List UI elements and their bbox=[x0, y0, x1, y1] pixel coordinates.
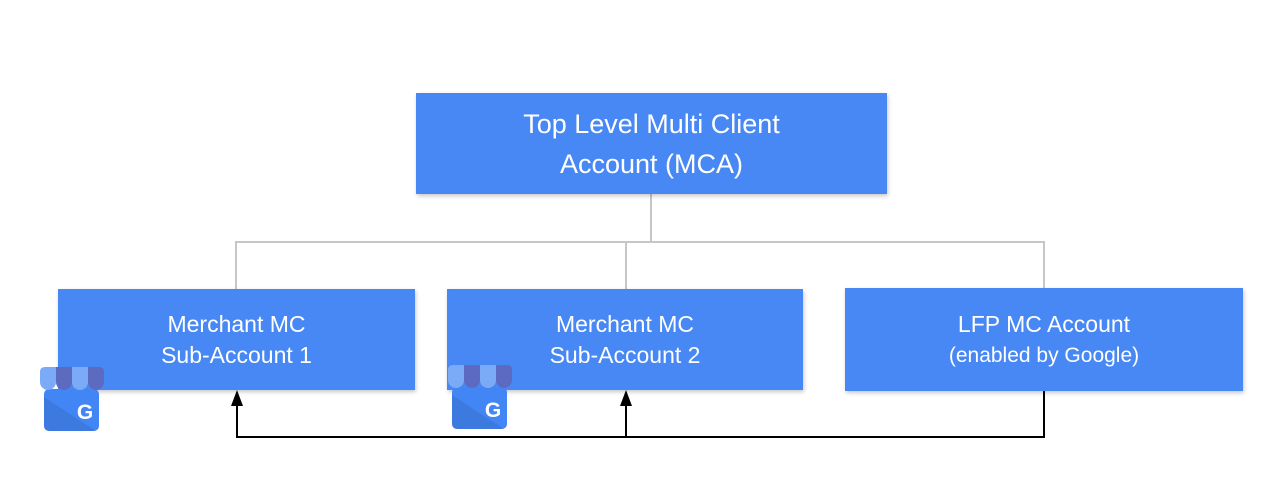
awning-stripe-1 bbox=[40, 367, 56, 390]
node-lfp-mc-account: LFP MC Account (enabled by Google) bbox=[845, 288, 1243, 391]
google-business-storefront-icon: G bbox=[40, 367, 104, 431]
awning-stripe-4 bbox=[496, 365, 512, 388]
node-label-line: Sub-Account 2 bbox=[549, 341, 701, 368]
node-merchant-sub-account-1: Merchant MC Sub-Account 1 bbox=[58, 289, 415, 390]
awning-stripe-1 bbox=[448, 365, 464, 388]
node-label-line: LFP MC Account bbox=[957, 310, 1131, 337]
node-merchant-sub-account-2: Merchant MC Sub-Account 2 bbox=[447, 289, 803, 390]
storefront-body bbox=[44, 389, 99, 431]
awning-stripe-4 bbox=[88, 367, 104, 390]
node-label-line: Merchant MC bbox=[167, 310, 306, 337]
node-label-line: (enabled by Google) bbox=[948, 343, 1140, 367]
awning-stripe-2 bbox=[464, 365, 480, 388]
awning-stripe-3 bbox=[72, 367, 88, 390]
google-business-storefront-icon: G bbox=[448, 365, 512, 429]
arrowhead-to-sub2-icon bbox=[620, 390, 632, 406]
flow-line-lfp-to-subs bbox=[236, 391, 1045, 438]
node-label-line: Top Level Multi Client bbox=[523, 108, 780, 139]
google-g-letter: G bbox=[485, 399, 501, 422]
storefront-fold-shade bbox=[452, 395, 504, 429]
node-label-line: Merchant MC bbox=[555, 310, 695, 337]
node-top-level-mca: Top Level Multi Client Account (MCA) bbox=[416, 93, 887, 194]
arrowhead-to-sub1-icon bbox=[231, 390, 243, 406]
node-label-line: Account (MCA) bbox=[559, 148, 744, 179]
storefront-body bbox=[452, 387, 507, 429]
awning-stripe-3 bbox=[480, 365, 496, 388]
awning-stripe-2 bbox=[56, 367, 72, 390]
storefront-fold-shade bbox=[44, 397, 96, 431]
node-label-line: Sub-Account 1 bbox=[161, 341, 312, 368]
google-g-letter: G bbox=[77, 401, 93, 424]
